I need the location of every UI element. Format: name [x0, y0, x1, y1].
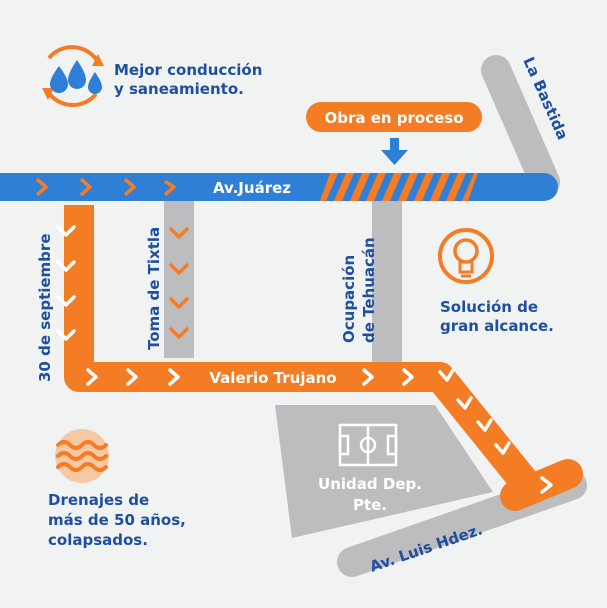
water-drops-recycle-icon [42, 45, 104, 108]
construction-hatch [320, 173, 478, 201]
sept30-chevrons [56, 225, 76, 341]
ocupacion-label-line1: Ocupación [340, 255, 358, 343]
obra-badge [306, 102, 482, 132]
drainage-route-end [500, 459, 583, 511]
valerio-chevrons [86, 368, 553, 494]
juarez-chevrons [36, 178, 176, 196]
av-juarez-label: Av.Juárez [213, 179, 291, 197]
valerio-label: Valerio Trujano [209, 369, 336, 387]
soccer-field-icon [338, 423, 398, 467]
conduccion-line1: Mejor conducción [114, 61, 262, 79]
drenajes-line3: colapsados. [48, 531, 148, 549]
unidad-label-line2: Pte. [353, 496, 387, 514]
drenajes-line1: Drenajes de [48, 491, 149, 509]
arrow-down-icon [381, 138, 408, 165]
lightbulb-icon [438, 228, 494, 284]
obra-label: Obra en proceso [324, 109, 463, 127]
drenajes-line2: más de 50 años, [48, 511, 186, 529]
tixtla-chevrons [169, 227, 189, 339]
la-bastida-street [481, 55, 560, 197]
drainage-route-main [64, 205, 540, 496]
conduccion-line2: y saneamiento. [114, 80, 244, 98]
unidad-label-line1: Unidad Dep. [318, 475, 422, 493]
solucion-line1: Solución de [440, 298, 538, 316]
solucion-line2: gran alcance. [440, 317, 554, 335]
waves-icon [55, 429, 109, 483]
unidad-deportiva-block [275, 405, 493, 538]
sept30-label: 30 de septiembre [36, 234, 54, 383]
toma-tixtla-label: Toma de Tixtla [145, 227, 163, 350]
ocupacion-label-line2: de Tehuacán [360, 237, 378, 343]
